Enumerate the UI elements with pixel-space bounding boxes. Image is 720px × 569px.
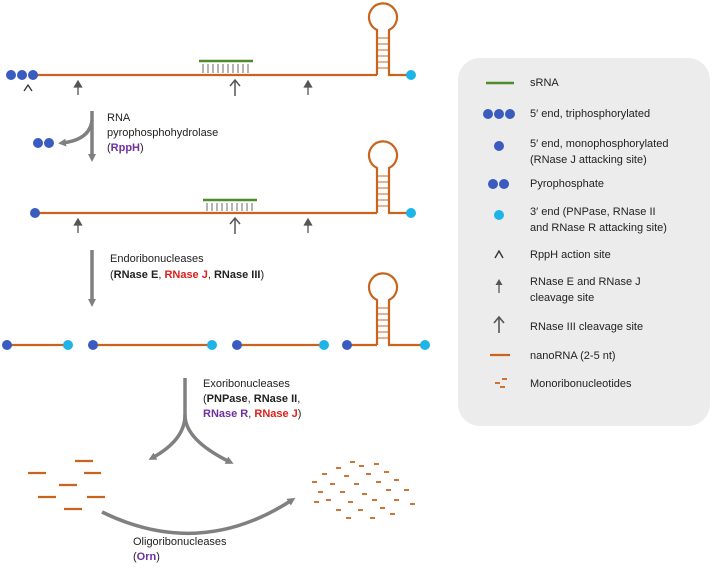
legend-srna: sRNA xyxy=(530,77,559,89)
five-prime-monophosphate xyxy=(232,340,242,350)
caret-icon xyxy=(494,249,504,259)
monoribonucleotide-icon xyxy=(495,378,507,388)
srna-duplex xyxy=(203,198,257,211)
nanorna-line-icon xyxy=(490,353,510,357)
pyrophosphate-release-arrow xyxy=(58,119,94,147)
five-prime-monophosphate xyxy=(342,340,352,350)
rnase-iii-site xyxy=(229,216,241,234)
three-prime-end xyxy=(420,340,430,350)
legend-rpph-site: RppH action site xyxy=(530,249,611,261)
process-arrow-4 xyxy=(101,497,296,536)
legend-rnase-e-j-site: RNase E and RNase J cleavage site xyxy=(530,276,641,304)
small-arrow-icon xyxy=(495,279,503,293)
phosphate-dot xyxy=(28,70,38,80)
three-prime-end xyxy=(406,70,416,80)
rpph-action-caret xyxy=(23,83,33,92)
step2-label-line2: (RNase E, RNase J, RNase III) xyxy=(110,269,264,281)
step1-label-line1: RNA xyxy=(107,112,131,124)
step4-label-line2: (Orn) xyxy=(133,551,160,563)
pyrophosphate-dot xyxy=(44,138,54,148)
rna-fragments xyxy=(2,272,430,350)
legend-nanorna: nanoRNA (2-5 nt) xyxy=(530,350,616,362)
rna-molecule-triphosphorylated xyxy=(6,2,416,96)
step1-label-line2: pyrophosphohydrolase xyxy=(107,127,218,139)
legend-three-prime-end: 3′ end (PNPase, RNase II and RNase R att… xyxy=(530,206,667,234)
legend-panel: sRNA 5′ end, triphosphorylated 5′ end, m… xyxy=(458,58,710,426)
step2-label-line1: Endoribonucleases xyxy=(110,253,204,265)
triphosphate-icon xyxy=(483,109,515,119)
five-prime-monophosphate xyxy=(2,340,12,350)
legend-monoribonucleotides: Monoribonucleotides xyxy=(530,378,632,390)
srna-duplex xyxy=(199,59,253,73)
step3-label-line3: RNase R, RNase J) xyxy=(203,408,301,420)
rnase-iii-site xyxy=(229,78,241,96)
legend-monophosphate: 5′ end, monophosphorylated (RNase J atta… xyxy=(530,138,669,166)
monoribonucleotide-cloud xyxy=(312,461,415,519)
step3-label-line2: (PNPase, RNase II, xyxy=(203,393,300,405)
monophosphate-icon xyxy=(494,141,504,151)
phosphate-dot xyxy=(6,70,16,80)
nanorna-fragments xyxy=(28,459,105,511)
three-prime-end xyxy=(207,340,217,350)
step1-label-line3: (RppH) xyxy=(107,142,144,154)
three-prime-end xyxy=(406,208,416,218)
phosphate-dot xyxy=(17,70,27,80)
three-prime-end-icon xyxy=(494,210,504,220)
srna-line-icon xyxy=(486,81,514,85)
legend-pyrophosphate: Pyrophosphate xyxy=(530,178,604,190)
legend-rnase-iii-site: RNase III cleavage site xyxy=(530,321,644,333)
five-prime-monophosphate xyxy=(88,340,98,350)
rna-molecule-monophosphorylated xyxy=(30,140,416,234)
large-arrow-icon xyxy=(493,315,505,333)
five-prime-monophosphate xyxy=(30,208,40,218)
step3-label-line1: Exoribonucleases xyxy=(203,378,290,390)
legend-triphosphate: 5′ end, triphosphorylated xyxy=(530,108,651,120)
pyrophosphate-icon xyxy=(488,179,509,189)
pyrophosphate-dot xyxy=(33,138,43,148)
three-prime-end xyxy=(63,340,73,350)
three-prime-end xyxy=(319,340,329,350)
step4-label-line1: Oligoribonucleases xyxy=(133,536,227,548)
process-arrow-3 xyxy=(148,378,234,464)
